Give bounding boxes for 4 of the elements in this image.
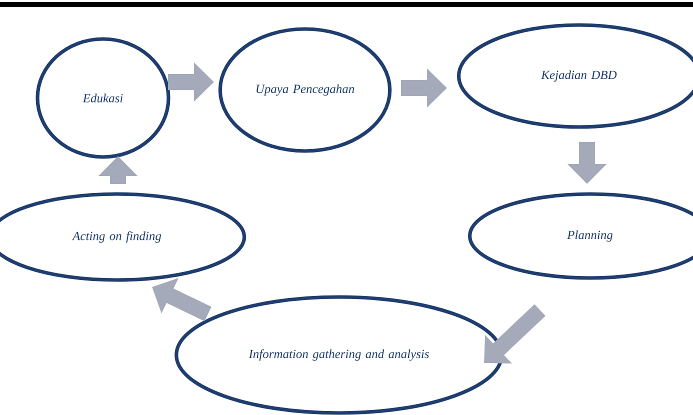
ellipse-node: Upaya Pencegahan	[218, 27, 392, 153]
ellipse-node: Edukasi	[36, 37, 170, 159]
ellipse-node: Information gathering and analysis	[174, 295, 504, 415]
block-arrow	[484, 304, 546, 364]
